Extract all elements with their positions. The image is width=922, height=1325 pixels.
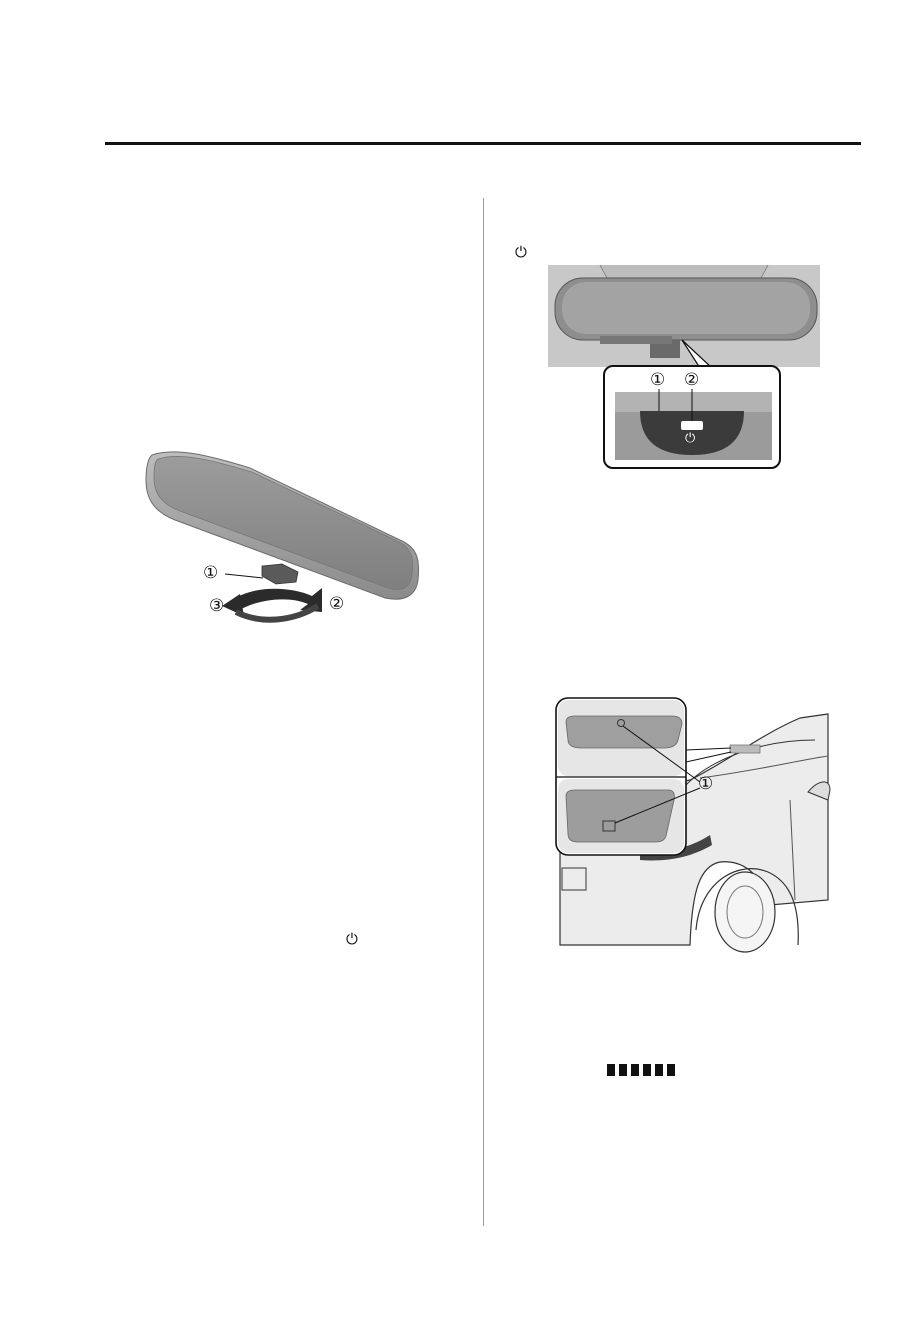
block-6	[667, 1064, 675, 1076]
mirror-stem	[650, 340, 680, 358]
leader-bottom-camera	[614, 787, 701, 824]
rotation-arrow-lower	[234, 603, 320, 623]
block-4	[643, 1064, 651, 1076]
car-license-plate	[561, 867, 587, 891]
power-symbol-left: ⏻	[346, 930, 358, 948]
callout-2: ②	[329, 594, 345, 614]
windshield-camera	[729, 744, 761, 754]
redacted-blocks	[607, 1064, 675, 1076]
detail-button-well	[640, 411, 744, 455]
inset-top-camera	[617, 719, 625, 727]
leader-top-camera	[622, 725, 701, 783]
block-1	[607, 1064, 615, 1076]
column-divider	[483, 198, 484, 1226]
car-wheel-hub	[726, 885, 764, 939]
camera-callout-1: ①	[698, 774, 714, 794]
mirror-mount	[261, 563, 299, 585]
block-2	[619, 1064, 627, 1076]
inset-top-mirror	[565, 715, 683, 749]
inset-bottom-panel	[565, 789, 675, 843]
callout-1: ①	[203, 563, 219, 583]
callout-3: ③	[209, 596, 225, 616]
detail-callout-2: ②	[684, 370, 700, 390]
car-mirror	[807, 781, 831, 801]
mirror-glass	[153, 456, 414, 590]
mirror-glass-right	[562, 282, 810, 334]
mirror-button-strip	[600, 336, 672, 344]
leader-windshield-b	[685, 751, 732, 763]
callout-leader-1	[224, 573, 264, 579]
car-pillar	[789, 799, 796, 901]
header-rule	[105, 142, 861, 145]
detail-power-icon: ⏻	[685, 431, 696, 446]
car-wheel	[714, 871, 776, 953]
leader-windshield-a	[685, 747, 732, 751]
car-wheel-arch	[695, 868, 799, 946]
removal-arrow	[230, 588, 322, 612]
car-windshield	[699, 755, 829, 779]
power-symbol-right: ⏻	[515, 243, 527, 261]
block-3	[631, 1064, 639, 1076]
detail-power-button	[681, 421, 703, 430]
block-5	[655, 1064, 663, 1076]
detail-callout-1: ①	[650, 370, 666, 390]
inset-bottom-camera	[602, 820, 616, 832]
detail-top-strip	[615, 392, 772, 412]
